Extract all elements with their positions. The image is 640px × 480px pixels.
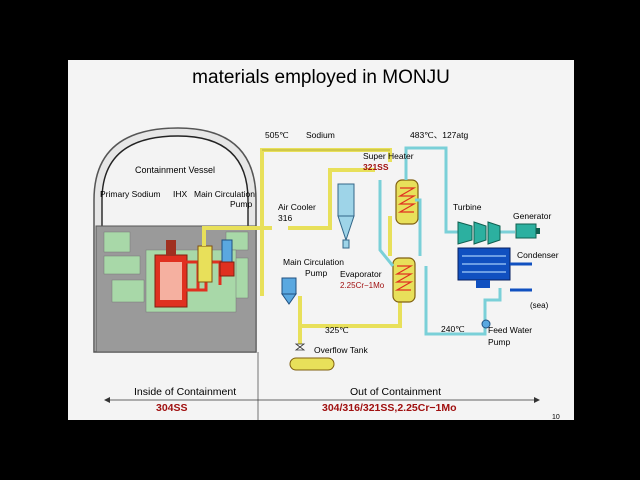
steam-outlet-label: 483℃、127atg	[410, 130, 469, 140]
heat-exchanger-icon	[197, 245, 213, 283]
page-title: materials employed in MONJU	[192, 67, 450, 88]
heat-exchanger-icon	[395, 179, 419, 225]
turbine-label: Turbine	[453, 202, 482, 212]
arrow-head-right	[534, 397, 540, 403]
sodium-temp-label: 505℃	[265, 130, 289, 140]
containment-vessel-label: Containment Vessel	[135, 165, 216, 175]
inside-containment-material: 304SS	[156, 402, 188, 414]
out-of-containment-label: Out of Containment	[350, 386, 442, 398]
super-heater-label: Super Heater	[363, 151, 414, 161]
super-heater-material: 321SS	[363, 162, 389, 172]
return-temp-label: 325℃	[325, 325, 349, 335]
main-circulation-pump-label-line2: Pump	[230, 199, 253, 209]
pump-icon	[281, 277, 297, 305]
feed-water-temp-label: 240℃	[441, 324, 465, 334]
generator-icon	[515, 223, 540, 239]
tank-icon	[289, 357, 335, 371]
condenser-icon	[457, 247, 532, 292]
evaporator-label: Evaporator	[340, 269, 382, 279]
air-cooler-material: 316	[278, 213, 293, 223]
turbine-icon	[457, 221, 501, 245]
evaporator-material: 2.25Cr−1Mo	[340, 281, 385, 290]
secondary-pump-label: Main Circulation	[283, 257, 344, 267]
arrow-head-left	[104, 397, 110, 403]
air-cooler-label: Air Cooler	[278, 202, 316, 212]
sea-label: (sea)	[530, 301, 549, 310]
main-circulation-pump-label: Main Circulation	[194, 189, 255, 199]
reactor-vessel-icon	[154, 240, 188, 308]
inside-containment-label: Inside of Containment	[134, 386, 237, 398]
out-of-containment-material: 304/316/321SS,2.25Cr−1Mo	[322, 402, 457, 414]
page-number: 10	[552, 414, 560, 421]
pump-icon	[481, 319, 491, 329]
condenser-label: Condenser	[517, 250, 559, 260]
primary-sodium-label: Primary Sodium	[100, 189, 161, 199]
feed-water-pump-label-line2: Pump	[488, 337, 511, 347]
feed-water-pump-label: Feed Water	[488, 325, 533, 335]
valve-icon	[294, 343, 306, 351]
air-cooler-icon	[337, 183, 355, 249]
pump-icon	[219, 239, 235, 277]
ihx-label: IHX	[173, 189, 188, 199]
overflow-tank-label: Overflow Tank	[314, 345, 368, 355]
sodium-label: Sodium	[306, 130, 335, 140]
secondary-pump-label-line2: Pump	[305, 268, 328, 278]
sodium-pipe	[202, 148, 402, 344]
generator-label: Generator	[513, 211, 552, 221]
heat-exchanger-icon	[392, 257, 416, 303]
